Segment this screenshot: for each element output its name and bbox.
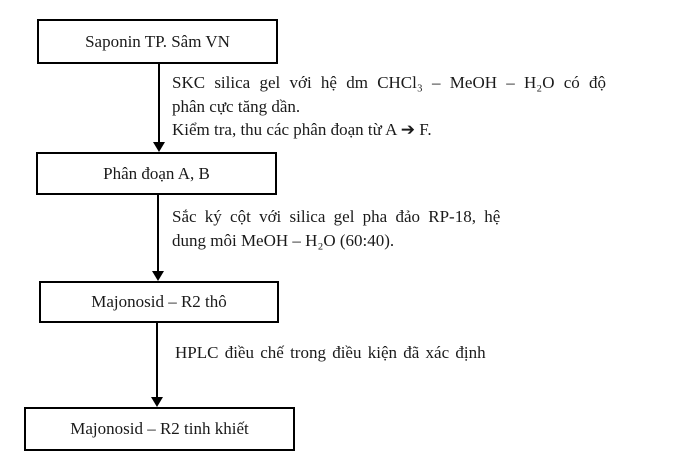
box-label-phan-doan-ab: Phân đoạn A, B [103,163,210,183]
arrowhead-down-icon [152,271,164,281]
step1-line2: phân cực tăng dần. [172,96,301,116]
flowchart-box-saponin: Saponin TP. Sâm VN [37,19,278,64]
arrow-line [158,64,160,142]
flowchart-box-phan-doan-ab: Phân đoạn A, B [36,152,277,195]
arrowhead-down-icon [151,397,163,407]
step2-line1: Sắc ký cột với silica gel pha đảo RP-18,… [172,207,501,226]
arrow-line [156,323,158,397]
step1-line3: Kiểm tra, thu các phân đoạn từ A ➔ F. [172,120,432,139]
step1-line1: SKC silica gel với hệ dm CHCl₃ – MeOH – … [172,73,607,92]
arrow-line [157,195,159,271]
step-text-sac-ky-cot: Sắc ký cột với silica gel pha đảo RP-18,… [172,205,500,253]
arrowhead-down-icon [153,142,165,152]
box-label-saponin: Saponin TP. Sâm VN [85,31,230,51]
step-text-skc-silica-gel: SKC silica gel với hệ dm CHCl₃ – MeOH – … [172,71,606,142]
step2-line2: dung môi MeOH – H₂O (60:40). [172,231,395,250]
flowchart-box-majonosid-tho: Majonosid – R2 thô [39,281,279,323]
box-label-majonosid-tinh-khiet: Majonosid – R2 tinh khiết [70,419,249,438]
flowchart-box-majonosid-tinh-khiet: Majonosid – R2 tinh khiết [24,407,295,451]
step3-line1: HPLC điều chế trong điều kiện đã xác địn… [175,343,486,362]
step-text-hplc: HPLC điều chế trong điều kiện đã xác địn… [175,341,486,365]
box-label-majonosid-tho: Majonosid – R2 thô [91,292,227,311]
